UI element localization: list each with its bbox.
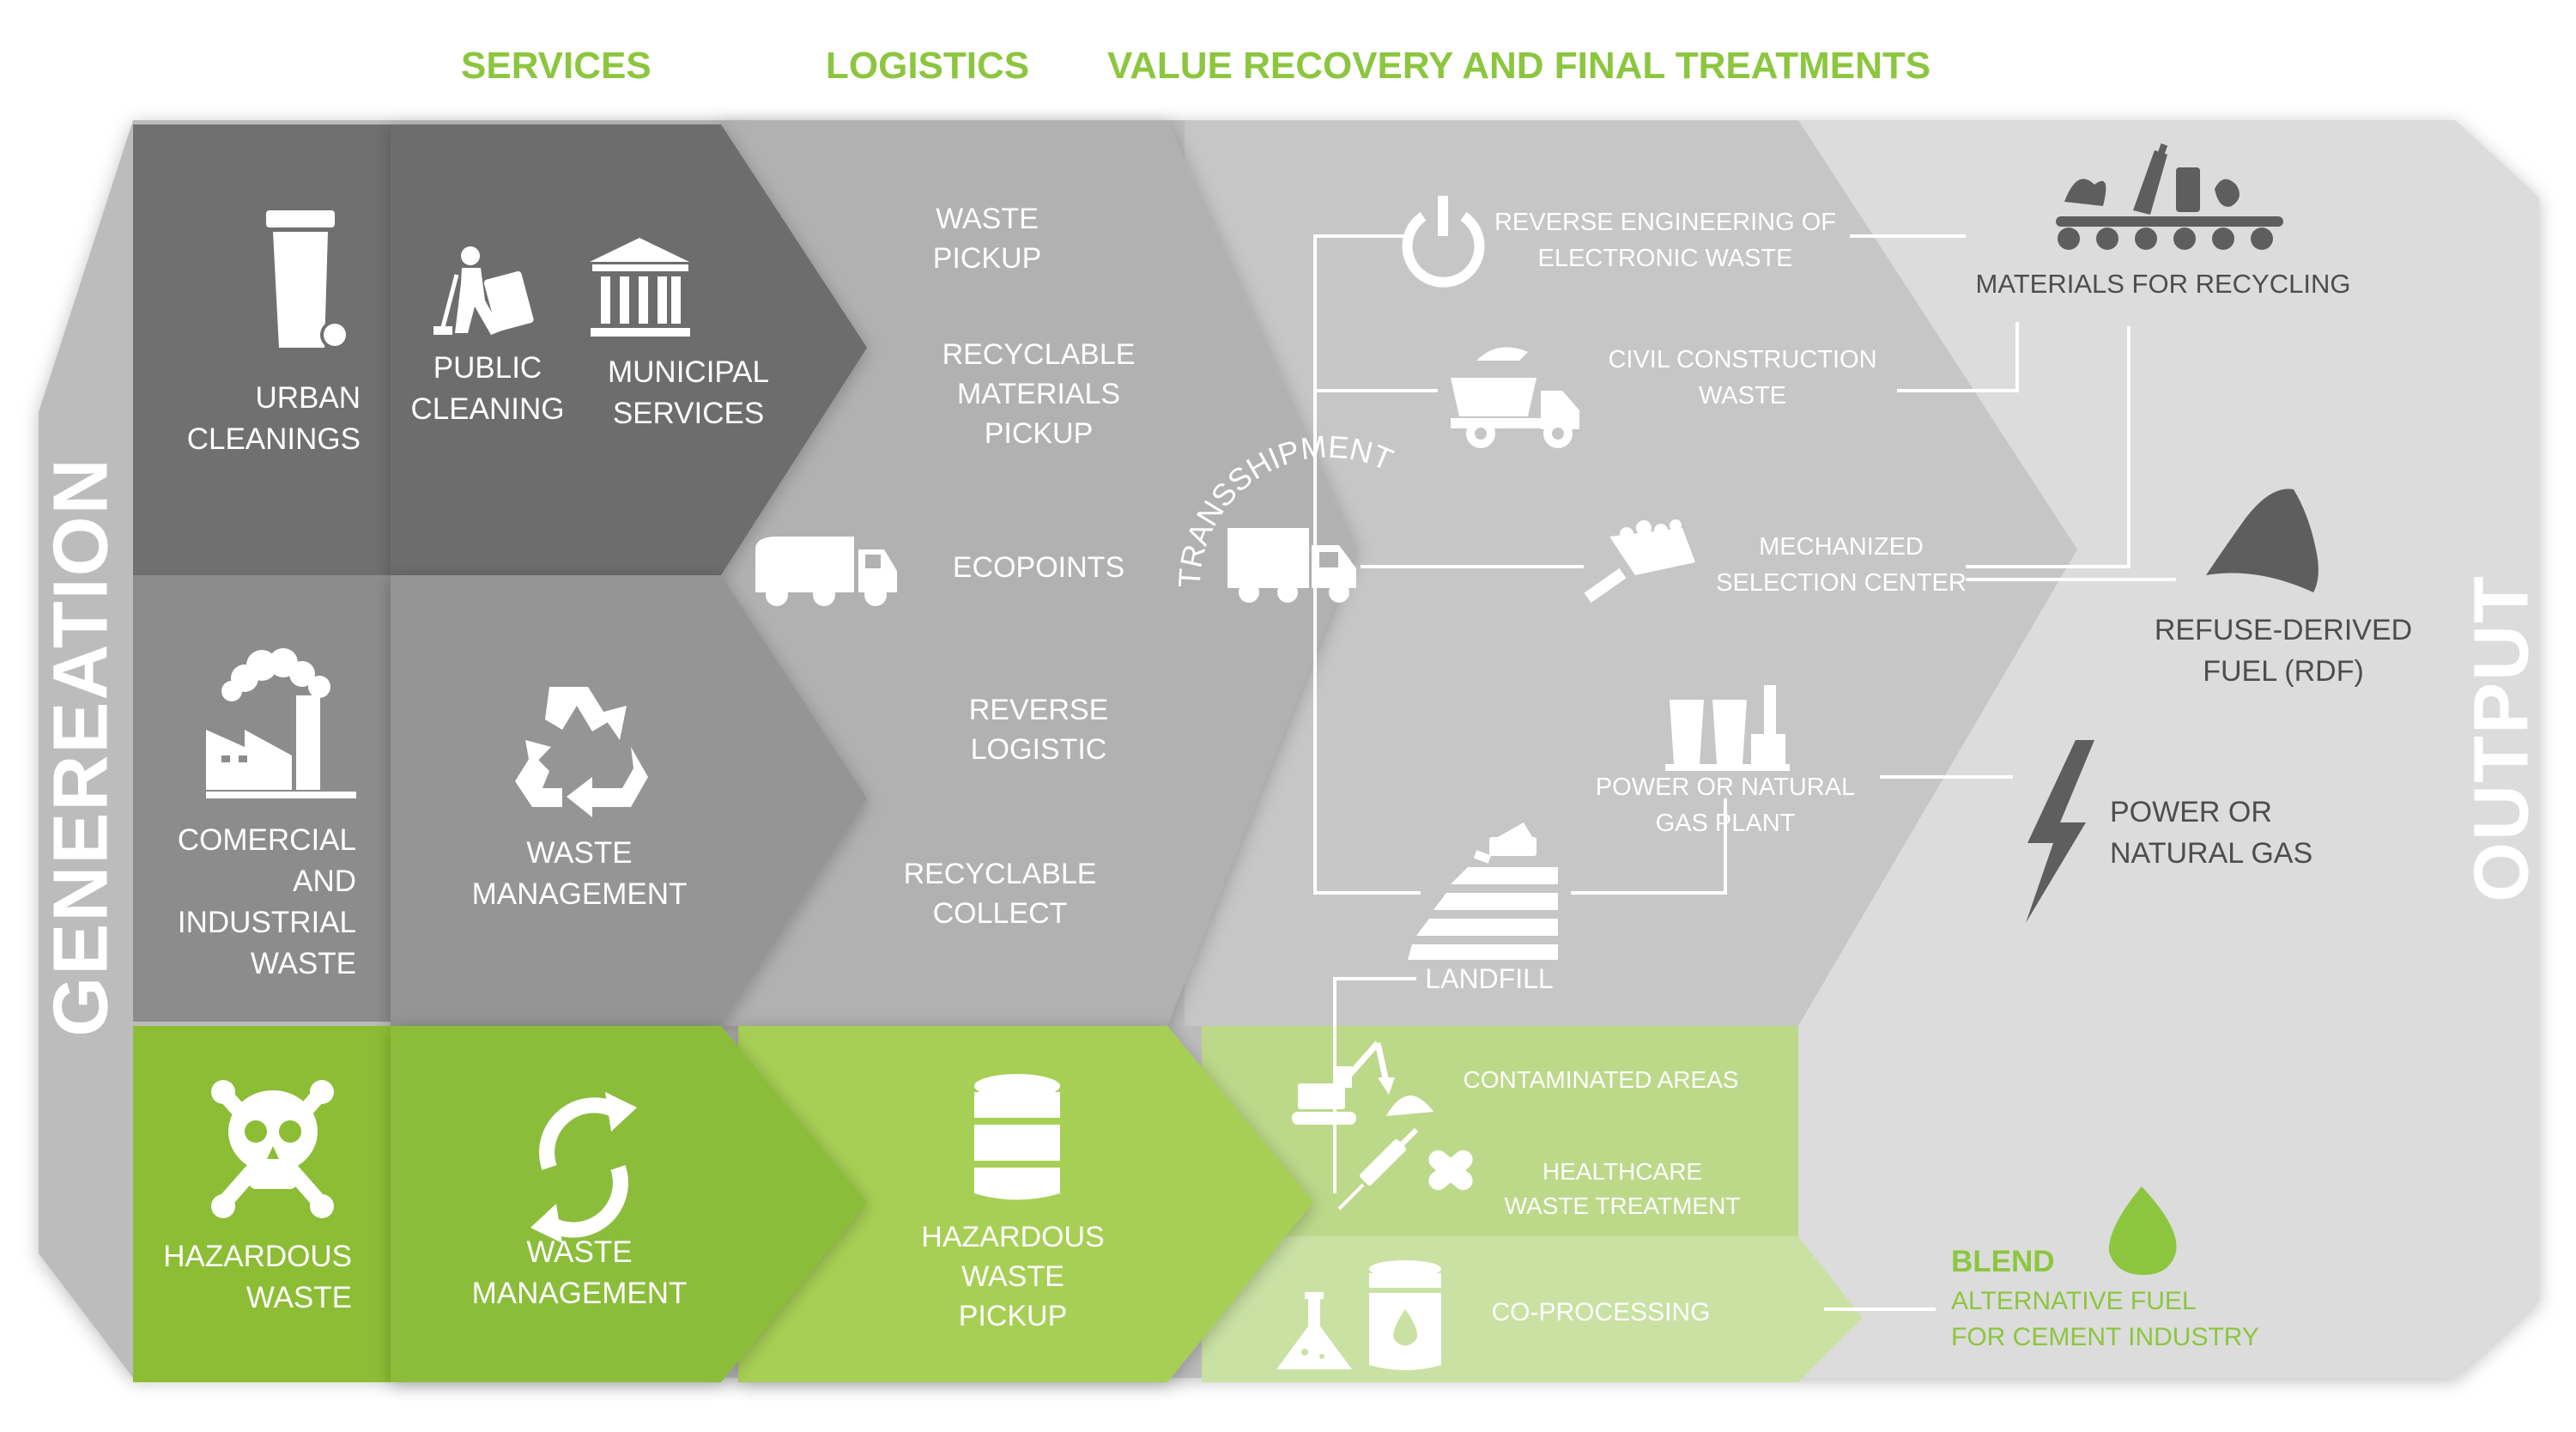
hazardous-block <box>133 1026 391 1382</box>
refresh-icon <box>539 1097 628 1238</box>
output-label: OUTPUT <box>2458 574 2545 902</box>
header-services: SERVICES <box>461 45 652 87</box>
waste-bin-icon <box>266 210 349 349</box>
transshipment-truck-icon <box>1227 528 1356 603</box>
contaminated-areas-label: CONTAMINATED AREAS <box>1463 1066 1739 1093</box>
dump-truck-icon <box>1451 347 1579 448</box>
green-services-arrow <box>391 1026 867 1382</box>
conveyor-icon <box>2056 143 2283 250</box>
lightning-icon <box>2026 740 2094 923</box>
materials-recycling-label: MATERIALS FOR RECYCLING <box>1975 269 2351 299</box>
green-coprocessing-row <box>1202 1236 1863 1382</box>
header-value-recovery: VALUE RECOVERY AND FINAL TREATMENTS <box>1107 45 1931 87</box>
urban-block <box>133 124 391 575</box>
shovel-icon <box>1584 519 1695 604</box>
pills-icon <box>1428 1150 1473 1191</box>
power-plant-icon <box>1665 685 1790 771</box>
syringe-icon <box>1337 1127 1419 1211</box>
green-logistics-arrow <box>738 1026 1313 1382</box>
generation-label: GENEREATION <box>38 457 124 1037</box>
landfill-label: LANDFILL <box>1425 963 1554 994</box>
oil-barrel-icon <box>1369 1260 1441 1370</box>
landfill-icon <box>1408 822 1558 960</box>
value-recovery-band <box>1185 120 2077 1026</box>
power-icon <box>1402 196 1485 288</box>
services-row1-arrow <box>391 124 867 575</box>
drop-icon <box>2108 1186 2177 1275</box>
flask-icon <box>1276 1292 1352 1369</box>
excavator-icon <box>1292 1041 1433 1125</box>
coprocessing-label: CO-PROCESSING <box>1491 1298 1711 1326</box>
header-logistics: LOGISTICS <box>826 45 1030 87</box>
barrel-icon <box>974 1074 1060 1200</box>
skull-icon <box>211 1080 334 1218</box>
recycle-icon <box>515 687 648 817</box>
garbage-truck-icon <box>755 537 897 606</box>
municipal-building-icon <box>590 238 690 337</box>
factory-icon <box>206 648 356 798</box>
logistics-band <box>721 120 1356 1026</box>
street-sweeper-icon <box>433 246 534 335</box>
rdf-pile-icon <box>2206 488 2318 592</box>
blend-label: BLEND <box>1951 1245 2055 1278</box>
ecopoints-label: ECOPOINTS <box>952 551 1125 584</box>
